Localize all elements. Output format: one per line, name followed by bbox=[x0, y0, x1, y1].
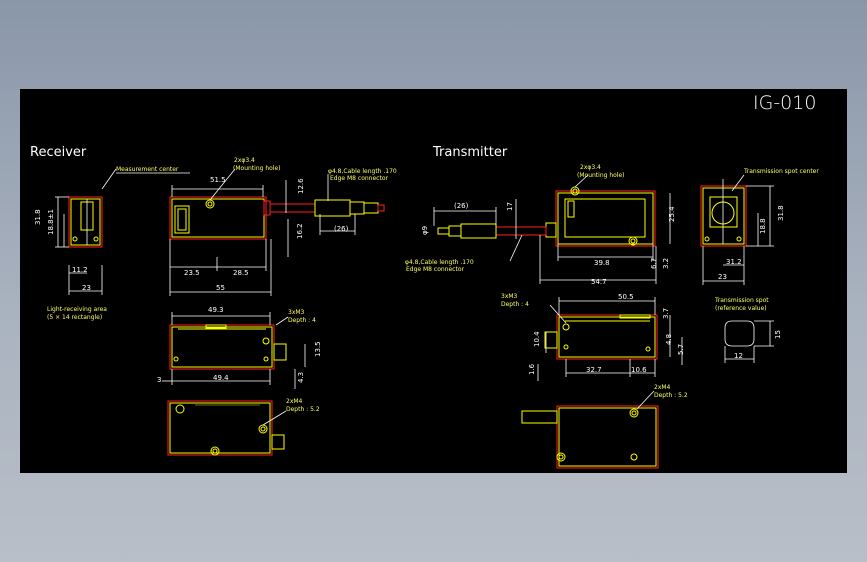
transmission-spot-shape bbox=[724, 320, 774, 363]
transmitter-bottom-view bbox=[521, 390, 659, 469]
transmitter-mid-height: 10.4 bbox=[533, 331, 541, 347]
transmitter-mid-b2: 10.6 bbox=[631, 366, 647, 374]
transmitter-mid-height2: 1.6 bbox=[528, 363, 536, 375]
transmitter-mid-r3: 5.7 bbox=[677, 344, 685, 355]
receiver-side-w1: 11.2 bbox=[72, 266, 88, 274]
receiver-mounting-hole-note: (Mounting hole) bbox=[233, 165, 281, 172]
transmitter-heading: Transmitter bbox=[432, 145, 508, 160]
transmitter-screw2-depth: Depth : 5.2 bbox=[654, 392, 688, 399]
receiver-bottom-view bbox=[167, 400, 287, 456]
receiver-mid-bottom: 49.4 bbox=[213, 374, 229, 382]
transmitter-spot-note: (reference value) bbox=[715, 305, 767, 312]
receiver-screw2-depth: Depth : 5.2 bbox=[286, 406, 320, 413]
transmitter-cable-spec: φ4.8,Cable length .170 bbox=[405, 259, 474, 266]
transmitter-mounting-hole: 2xφ3.4 bbox=[580, 164, 601, 171]
receiver-light-area-note: (5 × 14 rectangle) bbox=[47, 314, 102, 321]
transmitter-mid-r1: 3.7 bbox=[662, 308, 670, 319]
receiver-mid-side: 3 bbox=[157, 376, 161, 384]
transmitter-mid-top: 50.5 bbox=[618, 293, 634, 301]
receiver-body-height: 16.2 bbox=[296, 223, 304, 239]
receiver-side-height2: 18.8±1 bbox=[47, 209, 55, 235]
transmitter-side-height2: 18.8 bbox=[759, 218, 767, 234]
receiver-cable-length: (26) bbox=[334, 225, 349, 233]
transmitter-d2: 3.2 bbox=[662, 258, 670, 269]
drawing-sheet: IG-010 Receiver 31.8 18.8±1 11.2 23 Meas… bbox=[20, 89, 847, 473]
transmitter-total: 54.7 bbox=[591, 278, 607, 286]
receiver-bottom-b: 28.5 bbox=[233, 269, 249, 277]
transmitter-screw: 3xM3 bbox=[501, 293, 518, 300]
receiver-screw: 3xM3 bbox=[288, 309, 305, 316]
transmitter-top-view bbox=[433, 174, 671, 284]
receiver-top-view bbox=[169, 168, 385, 296]
receiver-cable-spec: φ4.8,Cable length .170 bbox=[328, 168, 397, 175]
transmitter-cable-diameter: φ9 bbox=[421, 226, 429, 235]
receiver-mounting-hole: 2xφ3.4 bbox=[234, 157, 255, 164]
receiver-measurement-center: Measurement center bbox=[116, 166, 179, 173]
transmitter-screw-depth: Depth : 4 bbox=[501, 301, 529, 308]
transmitter-height-right: 25.4 bbox=[668, 206, 676, 222]
transmitter-mounting-hole-note: (Mounting hole) bbox=[577, 172, 625, 179]
transmitter-side-view bbox=[700, 174, 774, 285]
transmitter-middle-view bbox=[537, 297, 683, 381]
receiver-side-view bbox=[55, 168, 117, 295]
transmitter-mid-b1: 32.7 bbox=[586, 366, 602, 374]
receiver-heading: Receiver bbox=[30, 145, 87, 160]
transmitter-screw2: 2xM4 bbox=[654, 384, 671, 391]
receiver-screw-depth: Depth : 4 bbox=[288, 317, 316, 324]
receiver-total-length: 55 bbox=[216, 284, 225, 292]
transmitter-height-left: 17 bbox=[506, 202, 514, 211]
transmitter-d1: 6.7 bbox=[650, 258, 658, 269]
receiver-cable-diameter: 12.6 bbox=[297, 178, 305, 194]
receiver-light-area: Light-receiving area bbox=[47, 306, 107, 313]
transmitter-mid-r2: 4.8 bbox=[665, 334, 673, 345]
transmitter-side-w: 23 bbox=[718, 273, 727, 281]
receiver-side-height: 31.8 bbox=[34, 209, 42, 225]
transmitter-width-a: 39.8 bbox=[594, 259, 610, 267]
transmitter-connector: Edge M8 connector bbox=[406, 266, 464, 273]
receiver-mid-top: 49.3 bbox=[208, 306, 224, 314]
transmitter-spot-width: 12 bbox=[734, 352, 743, 360]
receiver-mid-height: 13.5 bbox=[314, 341, 322, 357]
transmitter-side-height: 31.8 bbox=[777, 205, 785, 221]
receiver-bottom-a: 23.5 bbox=[184, 269, 200, 277]
drawing-title: IG-010 bbox=[753, 92, 816, 114]
transmitter-side-w1: 31.2 bbox=[726, 258, 742, 266]
cad-drawing: IG-010 Receiver 31.8 18.8±1 11.2 23 Meas… bbox=[30, 92, 819, 469]
transmitter-spot-center: Transmission spot center bbox=[743, 168, 819, 175]
receiver-connector: Edge M8 connector bbox=[330, 175, 388, 182]
receiver-mid-height2: 4.3 bbox=[297, 372, 305, 383]
receiver-side-w: 23 bbox=[82, 284, 91, 292]
receiver-screw2: 2xM4 bbox=[286, 398, 303, 405]
receiver-middle-view bbox=[162, 312, 306, 389]
transmitter-cable-length: (26) bbox=[454, 202, 469, 210]
receiver-top-width: 51.5 bbox=[210, 176, 226, 184]
transmitter-spot: Transmission spot bbox=[714, 297, 769, 304]
transmitter-spot-height: 15 bbox=[774, 330, 782, 339]
